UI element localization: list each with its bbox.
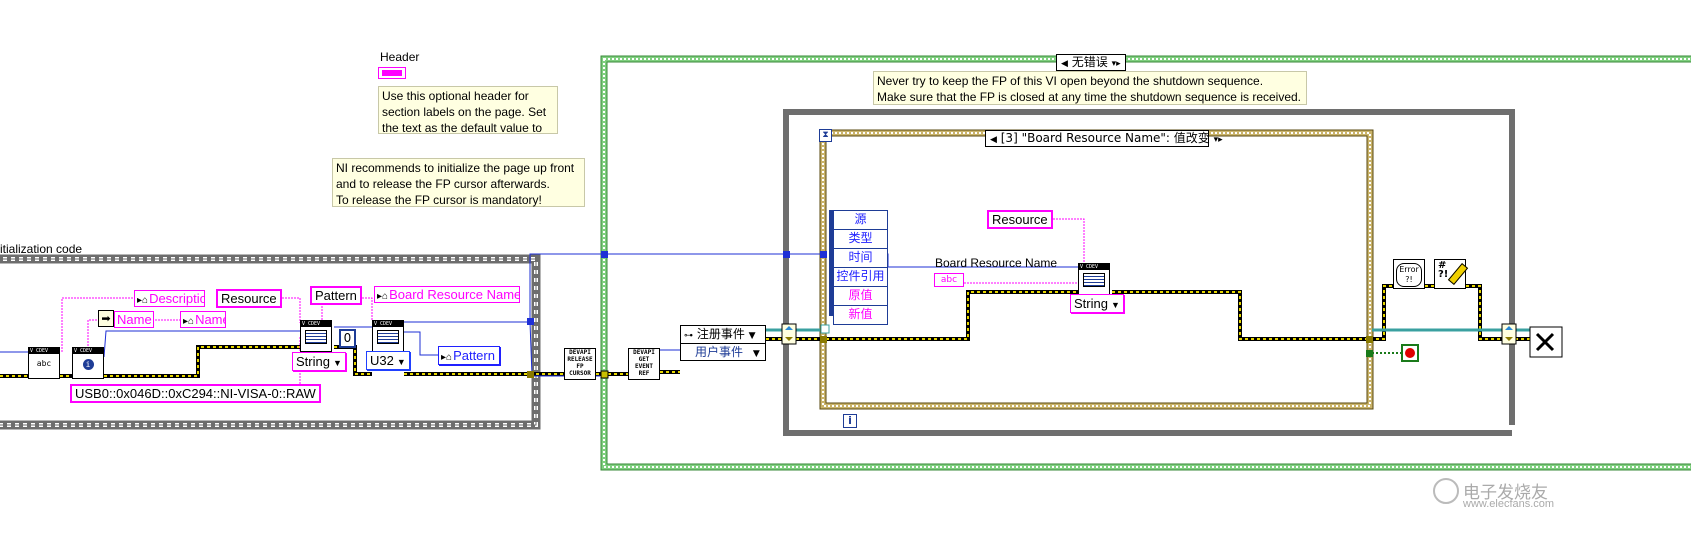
event-data-type: 类型 <box>834 230 887 249</box>
init-frame-label: itialization code <box>0 242 83 256</box>
subvi-text: REF <box>638 370 650 377</box>
board-resource-name-terminal[interactable]: abc <box>934 273 964 287</box>
subvi-text: EVENT <box>634 363 654 370</box>
register-title: 注册事件 <box>696 327 745 341</box>
error-q: ?! <box>1405 275 1413 284</box>
note-line: NI recommends to initialize the page up … <box>336 161 575 175</box>
header-note: Use this optional header for section lab… <box>378 86 558 135</box>
note-line: Make sure that the FP is closed at any t… <box>877 90 1302 104</box>
cdev-subvi-read[interactable]: V CDEV <box>372 320 404 352</box>
register-item: 用户事件 <box>695 345 744 359</box>
error-handler-subvi[interactable]: Error ?! <box>1393 259 1425 289</box>
board-resource-name-property-node[interactable]: ▸⌂Board Resource Name <box>374 286 520 303</box>
chevron-down-icon: ▾▸ <box>1213 135 1223 145</box>
note-line: Never try to keep the FP of this VI open… <box>877 74 1264 88</box>
watermark-logo-icon <box>1433 478 1459 504</box>
subvi-text: CURSOR <box>569 370 591 377</box>
event-data-ctlref: 控件引用 <box>834 268 887 287</box>
chevron-left-icon: ◀ <box>990 135 997 145</box>
prop-label: Name <box>195 312 225 327</box>
note-line: To release the FP cursor is mandatory! <box>336 193 542 207</box>
clear-errors-icon[interactable]: # ?! <box>1434 259 1469 289</box>
devapi-release-fp-cursor[interactable]: DEVAPI RELEASE FP CURSOR <box>564 348 596 380</box>
zero-numeric-constant[interactable]: 0 <box>339 329 356 348</box>
subvi-text: RELEASE <box>567 356 593 363</box>
pattern-property-node[interactable]: ▸⌂Pattern <box>438 346 500 365</box>
event-data-time: 时间 <box>834 249 887 268</box>
name-property-node[interactable]: ▸⌂Name <box>180 311 226 328</box>
watermark-url: www.elecfans.com <box>1463 498 1555 510</box>
ni-note: NI recommends to initialize the page up … <box>332 158 585 207</box>
ring-label: String <box>296 354 330 369</box>
cdev-subvi-config[interactable]: V CDEV <box>300 320 332 352</box>
board-resource-name-label: Board Resource Name <box>935 256 1058 270</box>
note-line: section labels on the page. Set <box>382 105 547 119</box>
devapi-get-event-ref[interactable]: DEVAPI GET EVENT REF <box>628 348 660 380</box>
resource-string-constant[interactable]: Resource <box>216 289 282 308</box>
subvi-text: GET <box>638 356 650 363</box>
subvi-text: DEVAPI <box>633 349 655 356</box>
case-selector-label: 无错误 <box>1071 55 1108 69</box>
flat-sequence-frame <box>0 254 541 430</box>
chevron-left-icon: ◀ <box>1061 59 1068 69</box>
while-loop-frame <box>783 109 1515 436</box>
chevron-down-icon: ▼ <box>748 331 756 341</box>
prop-label: Board Resource Name <box>389 287 520 302</box>
resource-string-constant-2[interactable]: Resource <box>987 210 1053 229</box>
ring-label: U32 <box>370 353 394 368</box>
note-line: the text as the default value to <box>382 121 543 135</box>
note-line: and to release the FP cursor afterwards. <box>336 177 550 191</box>
shutdown-note: Never try to keep the FP of this VI open… <box>873 71 1307 105</box>
case-structure-frame <box>600 55 1691 471</box>
event-selector[interactable]: ◀ [3] "Board Resource Name": 值改变 ▾▸ <box>985 130 1223 147</box>
event-selector-label: [3] "Board Resource Name": 值改变 <box>1000 131 1210 145</box>
prop-label: Description <box>149 291 204 306</box>
timeout-icon[interactable]: ⧗ <box>819 129 832 142</box>
visa-address-constant[interactable]: USB0::0x046D::0xC294::NI-VISA-0::RAW <box>70 384 321 403</box>
event-data-node[interactable]: 源 类型 时间 控件引用 原值 新值 <box>833 210 888 325</box>
header-label: Header <box>380 50 420 64</box>
note-line: Use this optional header for <box>382 89 529 103</box>
string-type-ring[interactable]: String▼ <box>292 352 346 371</box>
arrow-icon: ➡ <box>98 310 114 327</box>
u32-type-ring[interactable]: U32▼ <box>366 351 410 370</box>
name-indicator[interactable]: Name <box>114 311 154 328</box>
event-data-newval: 新值 <box>848 307 873 321</box>
string-type-ring-2[interactable]: String▼ <box>1070 294 1124 313</box>
chevron-down-icon: ▼ <box>752 349 760 359</box>
ring-label: String <box>1074 296 1108 311</box>
prop-label: Name <box>117 312 152 327</box>
event-data-source: 源 <box>834 211 887 230</box>
chevron-down-icon: ▾▸ <box>1111 59 1121 69</box>
subvi-text: DEVAPI <box>569 349 591 356</box>
register-icon: ⊶ <box>684 331 693 341</box>
cdev-subvi-update[interactable]: V CDEV <box>1078 263 1110 295</box>
register-events-node[interactable]: ⊶ 注册事件 ▼ 用户事件 ▼ <box>680 325 766 361</box>
description-property-node[interactable]: ▸⌂Description <box>134 290 205 307</box>
pattern-string-constant[interactable]: Pattern <box>310 286 362 305</box>
header-string-control[interactable] <box>378 67 406 79</box>
event-data-oldval: 原值 <box>834 287 887 306</box>
case-selector[interactable]: ◀ 无错误 ▾▸ <box>1056 54 1126 71</box>
watermark-cn: 电子发烧友 <box>1463 483 1548 502</box>
iteration-terminal: i <box>843 414 857 428</box>
prop-label: Pattern <box>453 348 495 363</box>
error-text: Error <box>1399 265 1419 274</box>
subvi-text: FP <box>576 363 584 370</box>
